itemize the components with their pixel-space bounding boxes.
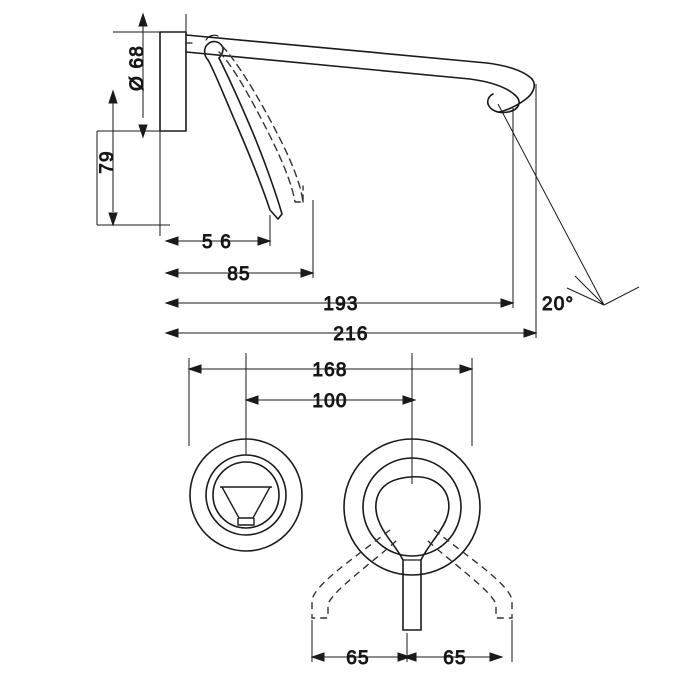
handle-cap-detail — [205, 34, 219, 41]
wall-plate-profile — [159, 31, 193, 132]
label-depth-56: 5 6 — [202, 232, 232, 253]
label-height-79: 79 — [97, 150, 118, 174]
front-elevation-dimensions: 168 100 65 65 — [187, 353, 513, 670]
dim-depth-85 — [164, 200, 315, 278]
dim-depth-193 — [164, 108, 515, 308]
label-width-168: 168 — [312, 360, 347, 381]
label-diameter-68: Ø 68 — [127, 45, 148, 91]
dim-width-168 — [187, 358, 474, 446]
dim-angle-20 — [497, 103, 640, 306]
label-depth-85: 85 — [227, 264, 251, 285]
dim-depth-56 — [164, 215, 272, 246]
label-angle-20: 20° — [542, 294, 574, 315]
lever-swing-dashed — [311, 529, 513, 619]
dim-depth-216 — [164, 84, 538, 338]
dim-diameter-68 — [138, 12, 148, 139]
label-depth-193: 193 — [323, 294, 358, 315]
spout-profile — [185, 34, 536, 114]
dim-spacing-100 — [244, 395, 417, 405]
label-lever-65-left: 65 — [346, 648, 370, 669]
side-elevation-dimensions: Ø 68 79 5 6 85 193 216 20° — [96, 12, 640, 346]
lever-handle-profile — [203, 40, 283, 220]
left-rosette — [189, 438, 303, 552]
dim-lever-65-right — [402, 652, 504, 662]
dim-lever-65-left — [310, 652, 412, 662]
label-spacing-100: 100 — [312, 391, 347, 412]
side-elevation-view — [159, 31, 536, 220]
dim-height-79 — [108, 89, 170, 227]
lever-handle-dashed-profile — [218, 45, 304, 203]
front-elevation-view — [189, 438, 513, 631]
label-depth-216: 216 — [333, 324, 368, 345]
label-lever-65-right: 65 — [443, 648, 467, 669]
